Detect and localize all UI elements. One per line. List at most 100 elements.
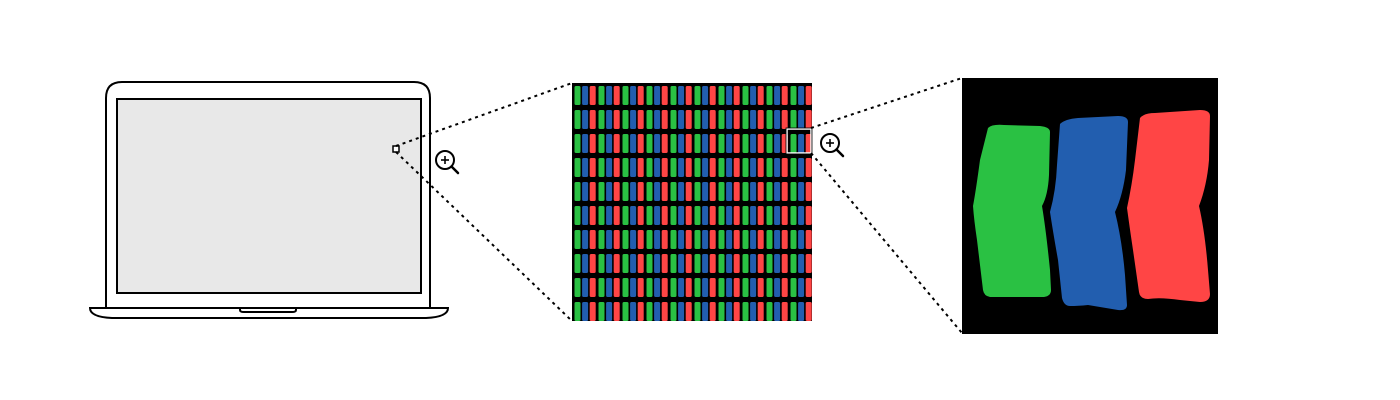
subpixel-green bbox=[766, 302, 773, 321]
subpixel-green bbox=[790, 254, 797, 273]
subpixel-blue bbox=[678, 206, 685, 225]
subpixel-red bbox=[685, 182, 692, 201]
subpixel-green bbox=[790, 278, 797, 297]
subpixel-green bbox=[790, 86, 797, 105]
subpixel-red bbox=[613, 302, 620, 321]
subpixel-red bbox=[685, 230, 692, 249]
subpixel-red bbox=[589, 182, 596, 201]
subpixel-green bbox=[694, 158, 701, 177]
subpixel-green bbox=[670, 158, 677, 177]
subpixel-red bbox=[637, 182, 644, 201]
subpixel-red bbox=[805, 254, 812, 273]
subpixel-red bbox=[613, 278, 620, 297]
subpixel-blue bbox=[702, 254, 709, 273]
subpixel-blue bbox=[702, 302, 709, 321]
subpixel-green bbox=[694, 230, 701, 249]
subpixel-blue bbox=[1050, 116, 1128, 311]
subpixel-green bbox=[646, 278, 653, 297]
subpixel-green bbox=[670, 302, 677, 321]
projection-line-top-1 bbox=[395, 82, 573, 147]
subpixel-red bbox=[685, 206, 692, 225]
subpixel-green bbox=[622, 182, 629, 201]
subpixel-green bbox=[694, 278, 701, 297]
laptop-icon bbox=[88, 81, 450, 319]
subpixel-blue bbox=[654, 230, 661, 249]
subpixel-red bbox=[589, 230, 596, 249]
subpixel-red bbox=[733, 110, 740, 129]
subpixel-green bbox=[718, 134, 725, 153]
subpixel-red bbox=[709, 278, 716, 297]
subpixel-blue bbox=[678, 278, 685, 297]
subpixel-blue bbox=[702, 182, 709, 201]
subpixel-red bbox=[733, 302, 740, 321]
subpixel-green bbox=[574, 158, 581, 177]
subpixel-blue bbox=[654, 182, 661, 201]
subpixel-green bbox=[742, 206, 749, 225]
subpixel-green bbox=[742, 134, 749, 153]
subpixel-red bbox=[709, 182, 716, 201]
subpixel-blue bbox=[654, 254, 661, 273]
subpixel-green bbox=[790, 110, 797, 129]
subpixel-red bbox=[613, 110, 620, 129]
subpixel-green bbox=[766, 230, 773, 249]
subpixel-green bbox=[742, 278, 749, 297]
subpixel-green bbox=[646, 230, 653, 249]
subpixel-blue bbox=[582, 182, 589, 201]
subpixel-green bbox=[670, 278, 677, 297]
subpixel-red bbox=[685, 278, 692, 297]
subpixel-blue bbox=[798, 302, 805, 321]
subpixel-green bbox=[718, 206, 725, 225]
subpixel-red bbox=[757, 302, 764, 321]
subpixel-blue bbox=[726, 206, 733, 225]
subpixel-blue bbox=[606, 230, 613, 249]
subpixel-blue bbox=[606, 206, 613, 225]
subpixel-blue bbox=[654, 86, 661, 105]
subpixel-red bbox=[613, 182, 620, 201]
subpixel-red bbox=[685, 158, 692, 177]
subpixel-blue bbox=[726, 86, 733, 105]
subpixel-green bbox=[742, 110, 749, 129]
subpixel-red bbox=[757, 278, 764, 297]
subpixel-blue bbox=[702, 134, 709, 153]
subpixel-blue bbox=[774, 206, 781, 225]
subpixel-red bbox=[733, 134, 740, 153]
subpixel-blue bbox=[606, 278, 613, 297]
subpixel-blue bbox=[798, 254, 805, 273]
subpixel-green bbox=[694, 302, 701, 321]
subpixel-red bbox=[685, 302, 692, 321]
subpixel-red bbox=[589, 86, 596, 105]
subpixel-green bbox=[622, 110, 629, 129]
zoom-in-icon bbox=[435, 150, 460, 175]
subpixel-red bbox=[685, 254, 692, 273]
subpixel-blue bbox=[702, 86, 709, 105]
subpixel-green bbox=[718, 158, 725, 177]
subpixel-red bbox=[613, 86, 620, 105]
subpixel-red bbox=[661, 254, 668, 273]
subpixel-green bbox=[790, 134, 797, 153]
subpixel-red bbox=[709, 110, 716, 129]
subpixel-blue bbox=[774, 278, 781, 297]
subpixel-red bbox=[709, 230, 716, 249]
subpixel-blue bbox=[630, 158, 637, 177]
subpixel-blue bbox=[726, 302, 733, 321]
zoom-selection-marker bbox=[392, 145, 400, 153]
subpixel-blue bbox=[774, 230, 781, 249]
subpixel-red bbox=[757, 110, 764, 129]
subpixel-green bbox=[766, 86, 773, 105]
subpixel-blue bbox=[702, 158, 709, 177]
subpixel-green bbox=[790, 230, 797, 249]
subpixel-grid bbox=[572, 83, 813, 321]
subpixel-red bbox=[637, 110, 644, 129]
subpixel-red bbox=[781, 230, 788, 249]
projection-line-top-2 bbox=[810, 77, 963, 129]
subpixel-blue bbox=[582, 86, 589, 105]
subpixel-red bbox=[757, 182, 764, 201]
subpixel-red bbox=[805, 230, 812, 249]
subpixel-red bbox=[805, 302, 812, 321]
subpixel-green bbox=[718, 86, 725, 105]
subpixel-red bbox=[781, 110, 788, 129]
subpixel-red bbox=[661, 278, 668, 297]
subpixel-red bbox=[781, 206, 788, 225]
laptop-notch bbox=[239, 308, 297, 313]
subpixel-green bbox=[790, 158, 797, 177]
